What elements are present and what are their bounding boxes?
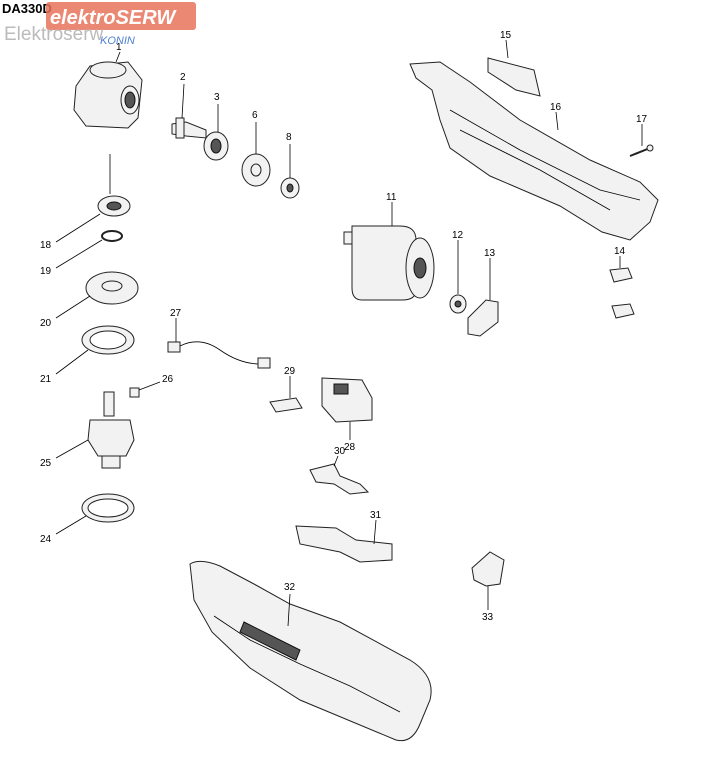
callout-20: 20 xyxy=(40,318,52,329)
callout-3: 3 xyxy=(214,92,220,103)
elektroserw-watermark: Elektroserw elektroSERW KONIN xyxy=(4,2,196,47)
callout-6: 6 xyxy=(252,110,258,121)
callout-26: 26 xyxy=(162,374,174,385)
part-18-bearing[interactable]: 18 xyxy=(40,154,131,251)
part-12-washer[interactable]: 12 xyxy=(449,230,467,314)
callout-32: 32 xyxy=(284,582,296,593)
part-1-gear-housing[interactable]: 1 xyxy=(73,42,143,129)
watermark-shadow-text: Elektroserw xyxy=(4,24,104,45)
watermark-background xyxy=(46,2,196,30)
part-6-spur-gear[interactable]: 6 xyxy=(241,110,271,187)
callout-2: 2 xyxy=(180,72,186,83)
callout-17: 17 xyxy=(636,114,648,125)
part-32-housing-set[interactable]: 32 xyxy=(189,560,432,742)
callout-31: 31 xyxy=(370,510,382,521)
part-27-lead-wire[interactable]: 27 xyxy=(167,308,271,369)
part-28-switch[interactable]: 28 xyxy=(321,377,373,453)
part-30-lever[interactable]: 30 xyxy=(309,446,370,495)
part-17-screw[interactable]: 17 xyxy=(629,114,654,157)
part-13-bracket[interactable]: 13 xyxy=(467,248,499,337)
part-33-terminal[interactable]: 33 xyxy=(471,551,505,623)
part-29-connector[interactable]: 29 xyxy=(269,366,303,413)
model-title: DA330D xyxy=(2,1,52,16)
part-3-ball-bearing[interactable]: 3 xyxy=(203,92,229,161)
callout-15: 15 xyxy=(500,30,512,41)
callout-21: 21 xyxy=(40,374,52,385)
callout-27: 27 xyxy=(170,308,182,319)
callout-16: 16 xyxy=(550,102,562,113)
callout-14: 14 xyxy=(614,246,626,257)
part-19-retaining-ring[interactable]: 19 xyxy=(40,230,123,277)
part-2-spindle[interactable]: 2 xyxy=(171,72,207,139)
part-15-plate[interactable]: 15 xyxy=(487,30,541,97)
part-31-trigger-cover[interactable]: 31 xyxy=(295,510,393,563)
part-16-housing-half[interactable]: 16 xyxy=(409,61,659,241)
part-11-dc-motor[interactable]: 11 xyxy=(343,192,435,301)
callout-25: 25 xyxy=(40,458,52,469)
part-25-chuck-assembly[interactable]: 25 xyxy=(40,391,135,469)
callout-29: 29 xyxy=(284,366,296,377)
callout-13: 13 xyxy=(484,248,496,259)
part-8-small-bearing[interactable]: 8 xyxy=(280,132,300,199)
callout-11: 11 xyxy=(386,192,397,203)
callout-19: 19 xyxy=(40,266,52,277)
callout-18: 18 xyxy=(40,240,52,251)
callout-8: 8 xyxy=(286,132,292,143)
watermark-city-text: KONIN xyxy=(100,35,135,47)
part-14-clip[interactable]: 14 xyxy=(609,246,635,319)
callout-24: 24 xyxy=(40,534,52,545)
watermark-brand-text: elektroSERW xyxy=(50,7,177,29)
callout-30: 30 xyxy=(334,446,346,457)
part-20-bevel-gear[interactable]: 20 xyxy=(40,271,139,329)
callout-33: 33 xyxy=(482,612,494,623)
part-21-ring[interactable]: 21 xyxy=(40,325,135,385)
callout-28: 28 xyxy=(344,442,356,453)
callout-12: 12 xyxy=(452,230,464,241)
part-26-block[interactable]: 26 xyxy=(129,374,174,398)
callout-1: 1 xyxy=(116,42,122,53)
part-24-sleeve-ring[interactable]: 24 xyxy=(40,493,135,545)
